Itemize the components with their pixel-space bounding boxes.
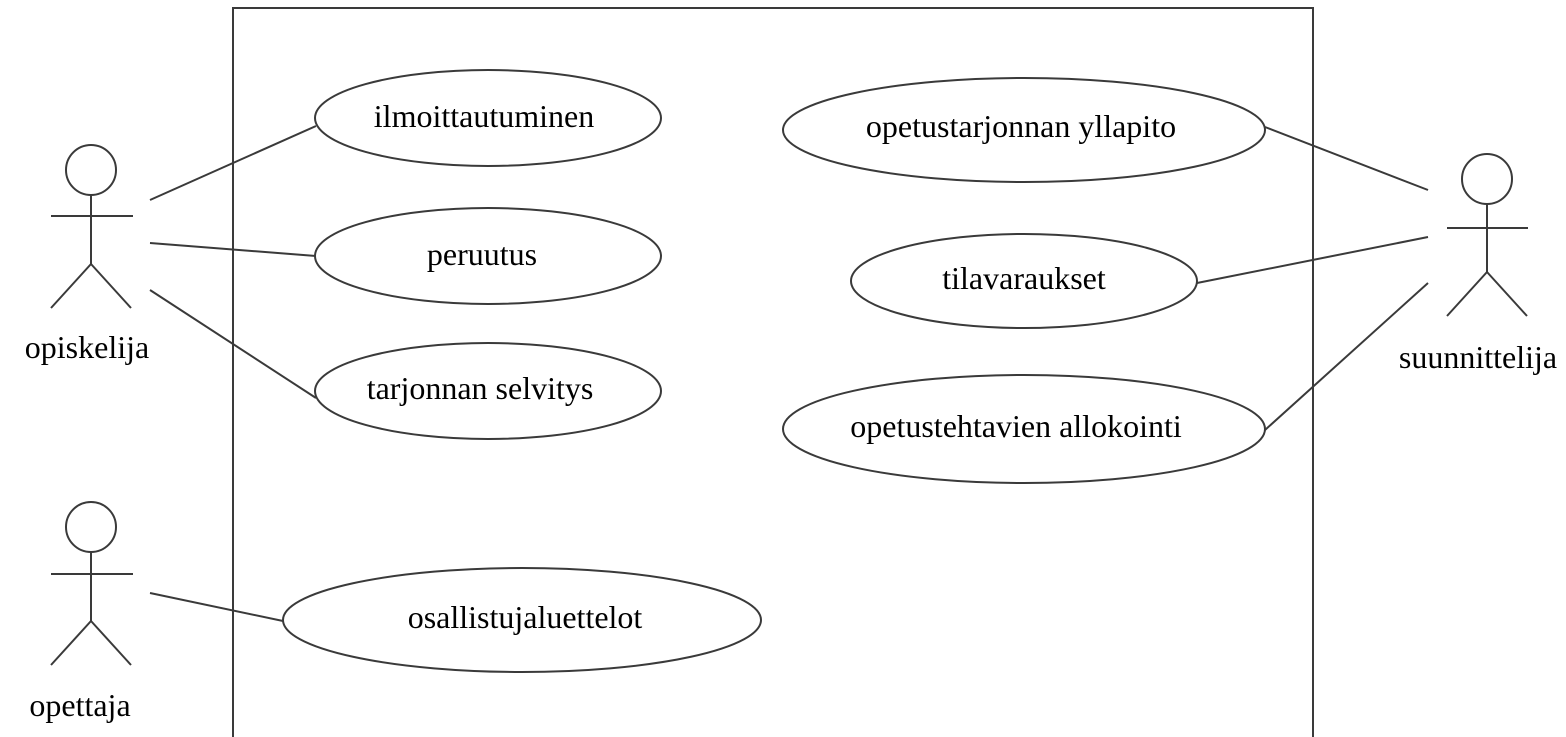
association-suunnittelija-opetustarjonnan-yllapito [1264, 126, 1429, 191]
actor-opettaja: opettaja [29, 501, 133, 723]
use-case-tilavaraukset: tilavaraukset [850, 233, 1198, 329]
actor-label-suunnittelija: suunnittelija [1399, 339, 1557, 375]
actor-label-opettaja: opettaja [29, 687, 130, 723]
association-opiskelija-peruutus [149, 242, 317, 257]
use-case-opetustarjonnan-yllapito: opetustarjonnan yllapito [782, 77, 1266, 183]
use-case-label-ilmoittautuminen: ilmoittautuminen [374, 98, 594, 134]
use-case-label-opetustehtavien-allokointi: opetustehtavien allokointi [850, 408, 1182, 444]
use-case-peruutus: peruutus [314, 207, 662, 305]
system-boundary [232, 7, 1314, 737]
actor-suunnittelija: suunnittelija [1399, 153, 1557, 375]
association-opiskelija-tarjonnan-selvitys [149, 289, 317, 399]
stick-figure-icon [50, 144, 133, 309]
actor-label-opiskelija: opiskelija [25, 329, 149, 365]
association-suunnittelija-opetustehtavien-allokointi [1264, 282, 1429, 431]
use-case-label-osallistujaluettelot: osallistujaluettelot [408, 599, 643, 635]
use-case-label-tilavaraukset: tilavaraukset [942, 260, 1106, 296]
stick-figure-icon [50, 501, 133, 666]
use-case-label-peruutus: peruutus [427, 236, 537, 272]
use-case-osallistujaluettelot: osallistujaluettelot [282, 567, 762, 673]
stick-figure-icon [1446, 153, 1528, 317]
association-opiskelija-ilmoittautuminen [149, 125, 317, 201]
actor-opiskelija: opiskelija [25, 144, 149, 365]
association-opettaja-osallistujaluettelot [149, 592, 284, 622]
use-case-opetustehtavien-allokointi: opetustehtavien allokointi [782, 374, 1266, 484]
use-case-label-tarjonnan-selvitys: tarjonnan selvitys [367, 370, 594, 406]
association-suunnittelija-tilavaraukset [1196, 236, 1429, 284]
use-case-tarjonnan-selvitys: tarjonnan selvitys [314, 342, 662, 440]
use-case-label-opetustarjonnan-yllapito: opetustarjonnan yllapito [866, 108, 1176, 144]
use-case-ilmoittautuminen: ilmoittautuminen [314, 69, 662, 167]
